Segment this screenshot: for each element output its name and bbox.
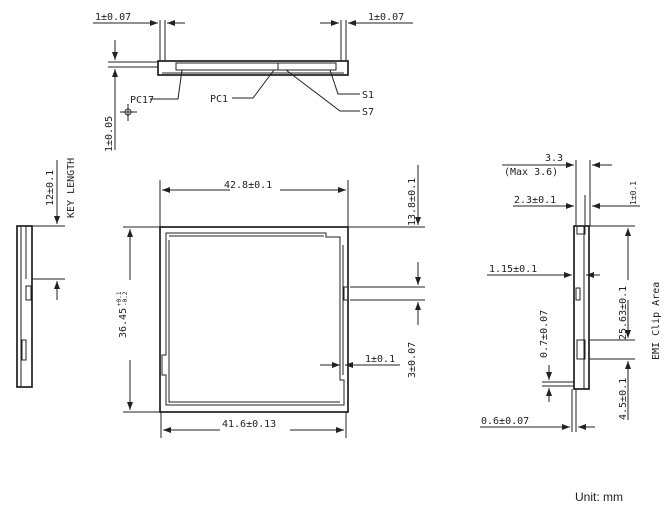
key-side-view: 12±0.1 KEY LENGTH [16,158,77,388]
corner-dimension: 1±0.1 [365,354,395,365]
top-view: 1±0.07 1±0.07 1±0.05 PC17 PC1 S1 S7 [93,12,413,152]
front-view: 42.8±0.1 41.6±0.13 36.45 +0.1 -0.2 13.8±… [116,165,425,438]
height-tolerance-upper: +0.1 [116,291,123,306]
label-s1: S1 [362,90,374,101]
right-slot-dimension: 3±0.07 [407,342,418,378]
dim-0-6: 0.6±0.07 [481,416,529,427]
height-tolerance-lower: -0.2 [122,291,129,306]
height-dimension: 36.45 [118,308,129,338]
dim-2-3: 2.3±0.1 [514,195,556,206]
top-vertical-tolerance: 1±0.05 [104,116,115,152]
left-side-body [16,225,33,388]
top-view-body [157,60,349,76]
top-left-tolerance: 1±0.07 [95,12,131,23]
right-side-body [573,225,590,390]
crosshair-icon [120,104,137,121]
emi-clip-label: EMI Clip Area [651,282,662,360]
front-view-body [159,226,349,413]
dim-0-7: 0.7±0.07 [539,310,550,358]
dim-25-63: 25.63±0.1 [618,286,629,340]
dim-4-5: 4.5±0.1 [618,378,629,420]
width-top-dimension: 42.8±0.1 [224,180,272,191]
width-bottom-dimension: 41.6±0.13 [222,419,276,430]
top-view-connector [175,62,337,71]
label-pc1: PC1 [210,94,228,105]
label-pc17: PC17 [130,95,154,106]
top-right-tolerance: 1±0.07 [368,12,404,23]
key-length-label: KEY LENGTH [66,158,77,218]
key-length-dimension: 12±0.1 [45,170,56,206]
thickness-dimension: 3.3 [545,153,563,164]
right-side-view: 3.3 (Max 3.6) 2.3±0.1 1±0.1 1.15±0.1 25.… [480,153,662,432]
dim-1-15: 1.15±0.1 [489,264,537,275]
thickness-max: (Max 3.6) [504,167,558,178]
dim-1: 1±0.1 [629,181,638,205]
label-s7: S7 [362,107,374,118]
unit-label: Unit: mm [575,490,623,504]
right-top-dimension: 13.8±0.1 [407,178,418,226]
